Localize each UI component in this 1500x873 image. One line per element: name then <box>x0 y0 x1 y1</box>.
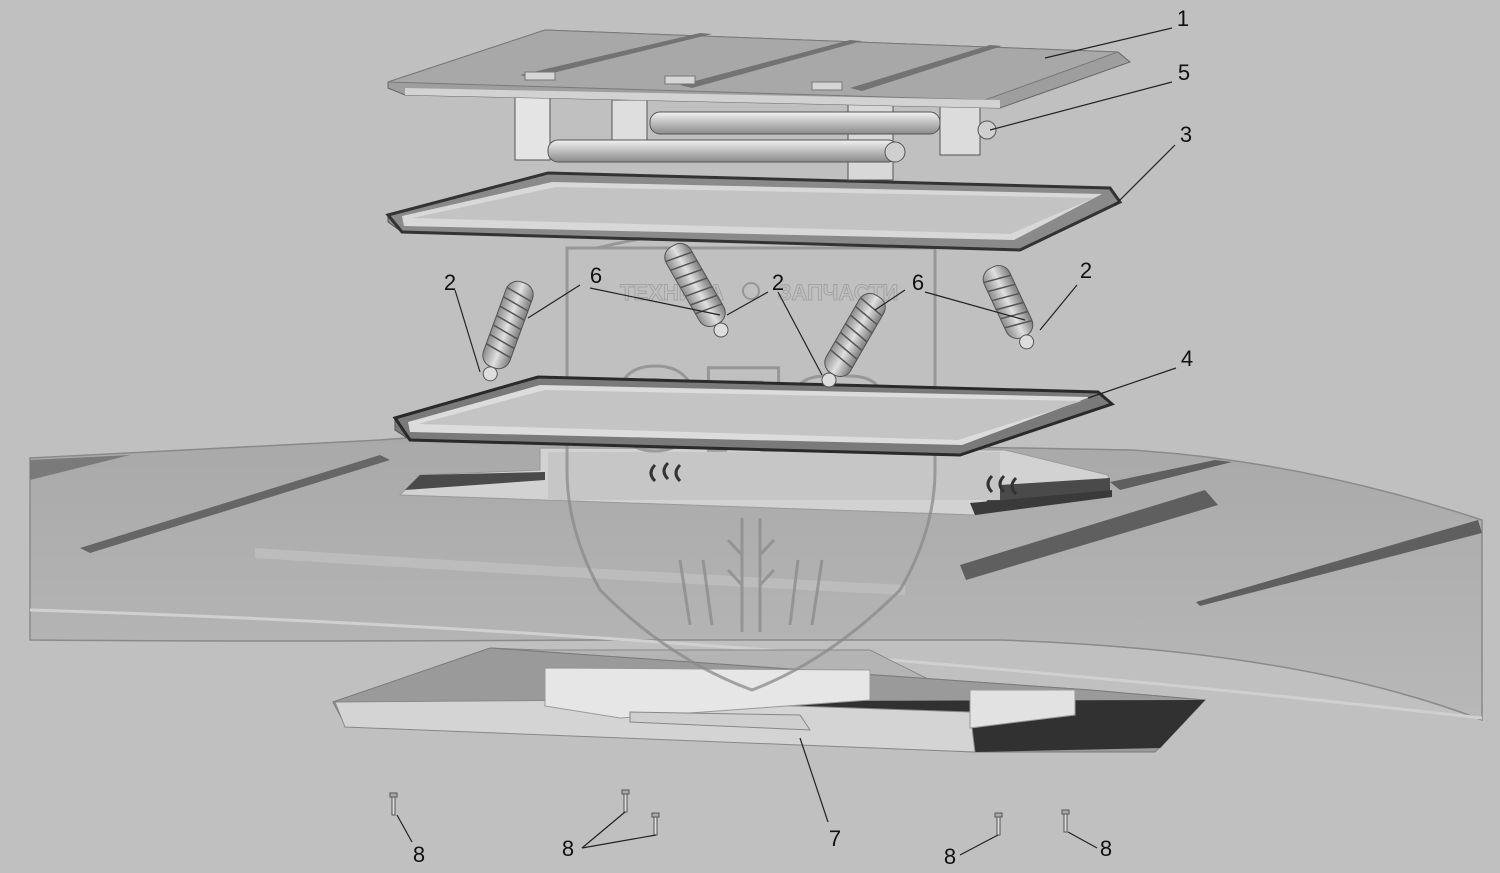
screw <box>994 812 1003 836</box>
leader-8d <box>1067 831 1098 849</box>
leader-6a-2 <box>589 287 721 316</box>
screws <box>389 789 1070 836</box>
screw <box>1061 809 1070 833</box>
leader-5 <box>989 81 1173 131</box>
screw <box>389 792 398 816</box>
spring <box>664 242 729 338</box>
spring <box>821 292 886 388</box>
callout-6-left: 6 <box>590 263 602 288</box>
screw <box>621 789 630 813</box>
leader-2b <box>777 291 823 376</box>
leader-8c <box>959 834 999 856</box>
leader-6a <box>527 284 581 319</box>
callout-2-right: 2 <box>1080 258 1092 283</box>
callout-8-c: 8 <box>944 844 956 869</box>
leader-8b-2 <box>581 834 657 849</box>
leader-2a <box>454 289 481 373</box>
callout-6-right: 6 <box>912 270 924 295</box>
callout-4: 4 <box>1181 346 1193 371</box>
upper-seal <box>385 171 1123 252</box>
leader-2c <box>1039 284 1078 331</box>
leader-6b <box>874 289 906 311</box>
hatch-lid <box>387 29 1131 109</box>
leader-lines <box>396 27 1177 856</box>
lower-inner-frame <box>332 647 1207 753</box>
callout-1: 1 <box>1177 6 1189 31</box>
callout-labels: 1 5 3 2 6 2 6 2 4 7 8 8 8 8 <box>413 6 1193 869</box>
leader-2b-2 <box>726 291 769 316</box>
leader-4 <box>1087 367 1177 399</box>
callout-2-left: 2 <box>444 270 456 295</box>
spring <box>982 265 1035 350</box>
callout-3: 3 <box>1180 122 1192 147</box>
callout-8-d: 8 <box>1100 836 1112 861</box>
leader-8a <box>396 814 413 843</box>
spring <box>482 280 534 382</box>
callout-7: 7 <box>829 826 841 851</box>
hinge-assembly <box>514 89 997 181</box>
leader-1 <box>1044 27 1173 59</box>
callout-5: 5 <box>1178 60 1190 85</box>
leader-3 <box>1114 144 1176 206</box>
springs <box>482 242 1035 388</box>
callout-2-center: 2 <box>772 270 784 295</box>
screw <box>651 812 660 836</box>
lower-seal <box>392 375 1115 457</box>
leader-6b-2 <box>924 291 1026 321</box>
leader-8b <box>581 811 626 849</box>
callout-8-a: 8 <box>413 842 425 867</box>
callout-8-b: 8 <box>562 836 574 861</box>
leader-7 <box>799 737 829 823</box>
gear-icon <box>742 282 760 300</box>
